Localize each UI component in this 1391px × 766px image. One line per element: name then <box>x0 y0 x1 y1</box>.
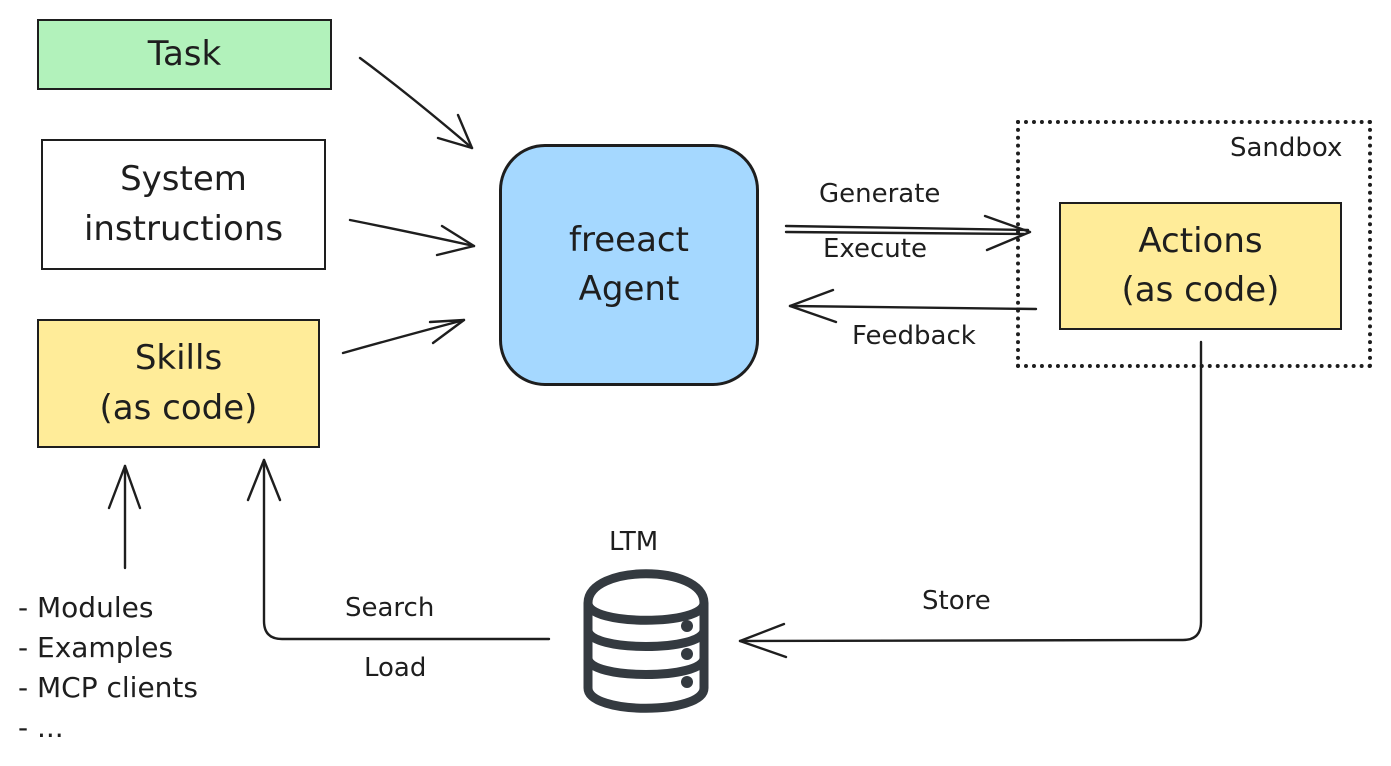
generate-label: Generate <box>819 179 941 209</box>
sandbox-boundary <box>1016 120 1372 368</box>
store-arrow <box>738 340 1203 659</box>
system-instructions-label: System instructions <box>83 159 284 249</box>
system-instructions-box: System instructions <box>41 139 326 270</box>
database-icon <box>583 569 709 713</box>
store-label: Store <box>922 586 991 616</box>
task-to-agent-arrow <box>358 56 474 150</box>
skills-to-agent-arrow <box>341 318 466 355</box>
actions-box: Actions (as code) <box>1059 202 1342 330</box>
agent-label: freeact Agent <box>569 219 689 309</box>
sources-to-skills-arrow <box>107 464 142 570</box>
search-load-arrow <box>246 458 551 641</box>
ltm-label: LTM <box>609 527 659 557</box>
search-label: Search <box>345 593 435 623</box>
database-indicator-dots <box>681 620 693 688</box>
list-item: - Examples <box>18 631 174 664</box>
skill-sources-list: - Modules - Examples - MCP clients - ... <box>18 588 198 748</box>
list-item: - ... <box>18 711 64 744</box>
instructions-to-agent-arrow <box>348 218 476 257</box>
generate-execute-arrow <box>784 214 1032 252</box>
agent-box: freeact Agent <box>499 144 759 386</box>
feedback-label: Feedback <box>852 321 976 351</box>
skills-box: Skills (as code) <box>37 319 320 448</box>
load-label: Load <box>364 653 427 683</box>
list-item: - Modules <box>18 591 154 624</box>
execute-label: Execute <box>823 234 927 264</box>
list-item: - MCP clients <box>18 671 198 704</box>
skills-label: Skills (as code) <box>99 338 258 428</box>
task-label: Task <box>147 33 222 74</box>
actions-label: Actions (as code) <box>1121 220 1280 310</box>
task-box: Task <box>37 19 332 90</box>
feedback-arrow <box>788 288 1038 324</box>
sandbox-label: Sandbox <box>1230 133 1343 163</box>
